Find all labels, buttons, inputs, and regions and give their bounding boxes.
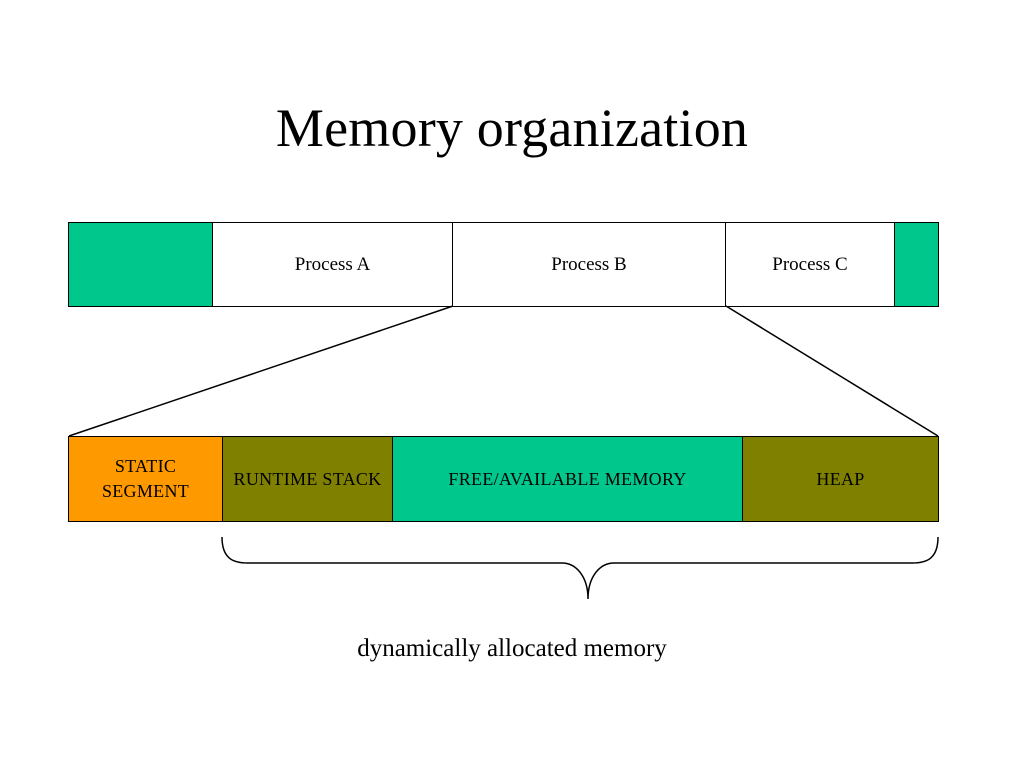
page-title: Memory organization — [275, 98, 749, 158]
segment-block-runtime-stack: RUNTIME STACK — [222, 436, 393, 522]
memory-block-process-c: Process C — [725, 222, 895, 307]
brace-caption: dynamically allocated memory — [357, 635, 667, 662]
segment-block-label: FREE/AVAILABLE MEMORY — [448, 468, 687, 489]
segment-block-label: STATIC SEGMENT — [101, 456, 190, 501]
segment-block-free-available-memory: FREE/AVAILABLE MEMORY — [392, 436, 743, 522]
memory-block-process-a: Process A — [212, 222, 453, 307]
memory-block-label: Process C — [772, 254, 848, 275]
memory-block-label: Process A — [294, 254, 371, 275]
segment-block-label: HEAP — [816, 468, 865, 489]
zoom-line-left-icon — [68, 305, 454, 437]
segment-block-static-segment: STATIC SEGMENT — [68, 436, 223, 522]
memory-block-free-left — [68, 222, 213, 307]
memory-block-label: Process B — [551, 254, 627, 275]
segment-block-label: RUNTIME STACK — [233, 468, 382, 489]
memory-block-free-right — [894, 222, 939, 307]
memory-block-process-b: Process B — [452, 222, 726, 307]
zoom-line-right-icon — [725, 305, 939, 437]
segment-block-heap: HEAP — [742, 436, 939, 522]
dynamic-memory-brace-icon — [221, 536, 939, 600]
